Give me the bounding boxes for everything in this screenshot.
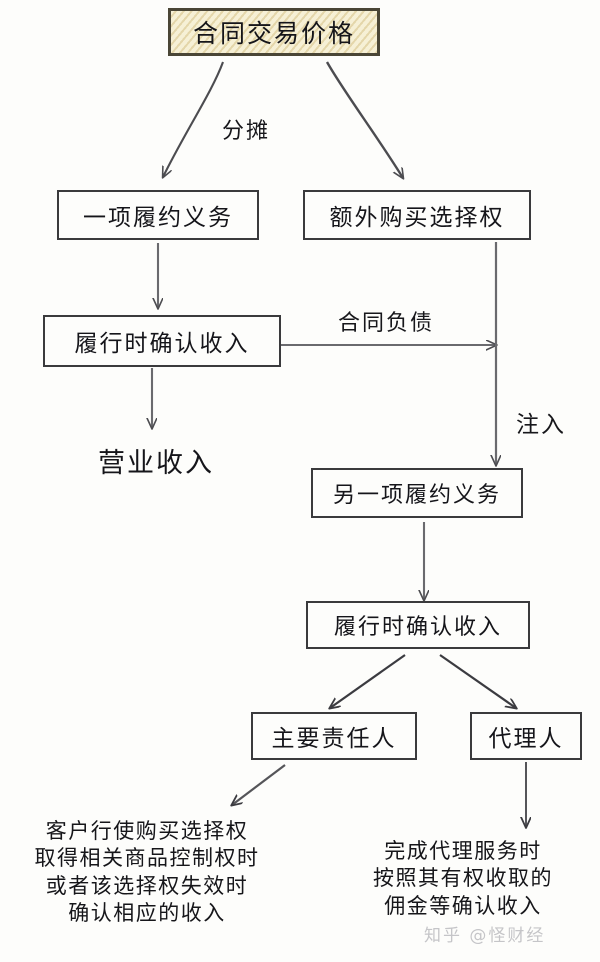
edge-label-allocate: 分摊 bbox=[222, 119, 271, 144]
note-principal-line-1: 客户行使购买选择权 bbox=[45, 819, 249, 843]
edge-recognize-right-to-principal bbox=[330, 654, 406, 708]
node-recognize-revenue-right[interactable]: 履行时确认收入 bbox=[306, 601, 530, 649]
note-principal-line-3: 或者该选择权失效时 bbox=[45, 873, 249, 898]
node-agent[interactable]: 代理人 bbox=[470, 712, 582, 760]
edge-principal-to-note bbox=[232, 764, 286, 805]
note-agent: 完成代理服务时 按照其有权收取的 佣金等确认收入 bbox=[330, 838, 596, 920]
edge-title-to-extra-option bbox=[325, 61, 403, 178]
note-principal-line-2: 取得相关商品控制权时 bbox=[34, 846, 260, 871]
node-label: 营业收入 bbox=[98, 447, 214, 479]
note-agent-line-3: 佣金等确认收入 bbox=[384, 893, 542, 918]
node-label: 代理人 bbox=[488, 726, 564, 752]
node-obligation-one[interactable]: 一项履约义务 bbox=[57, 190, 259, 240]
node-principal[interactable]: 主要责任人 bbox=[251, 712, 417, 760]
node-label: 合同交易价格 bbox=[192, 19, 355, 48]
node-obligation-another[interactable]: 另一项履约义务 bbox=[311, 468, 523, 518]
note-agent-line-2: 按照其有权收取的 bbox=[373, 866, 553, 891]
node-label: 另一项履约义务 bbox=[332, 483, 501, 508]
edge-label-inject: 注入 bbox=[516, 412, 566, 438]
edge-recognize-right-to-agent bbox=[439, 654, 516, 708]
node-label: 履行时确认收入 bbox=[333, 615, 502, 640]
node-operating-revenue[interactable]: 营业收入 bbox=[82, 440, 230, 480]
edge-title-to-obligation-one bbox=[163, 61, 224, 177]
node-label: 主要责任人 bbox=[271, 726, 397, 752]
node-label: 履行时确认收入 bbox=[74, 331, 250, 357]
watermark-text: 知乎 @怪财经 bbox=[424, 926, 546, 946]
note-agent-line-1: 完成代理服务时 bbox=[384, 839, 542, 863]
node-recognize-revenue-left[interactable]: 履行时确认收入 bbox=[43, 315, 281, 367]
node-extra-purchase-option[interactable]: 额外购买选择权 bbox=[303, 190, 531, 240]
edge-label-contract-liability: 合同负债 bbox=[338, 311, 435, 336]
node-contract-transaction-price[interactable]: 合同交易价格 bbox=[168, 8, 380, 56]
node-label: 一项履约义务 bbox=[83, 205, 233, 231]
note-principal: 客户行使购买选择权 取得相关商品控制权时 或者该选择权失效时 确认相应的收入 bbox=[8, 818, 286, 927]
node-label: 额外购买选择权 bbox=[329, 205, 505, 231]
note-principal-line-4: 确认相应的收入 bbox=[68, 900, 226, 925]
